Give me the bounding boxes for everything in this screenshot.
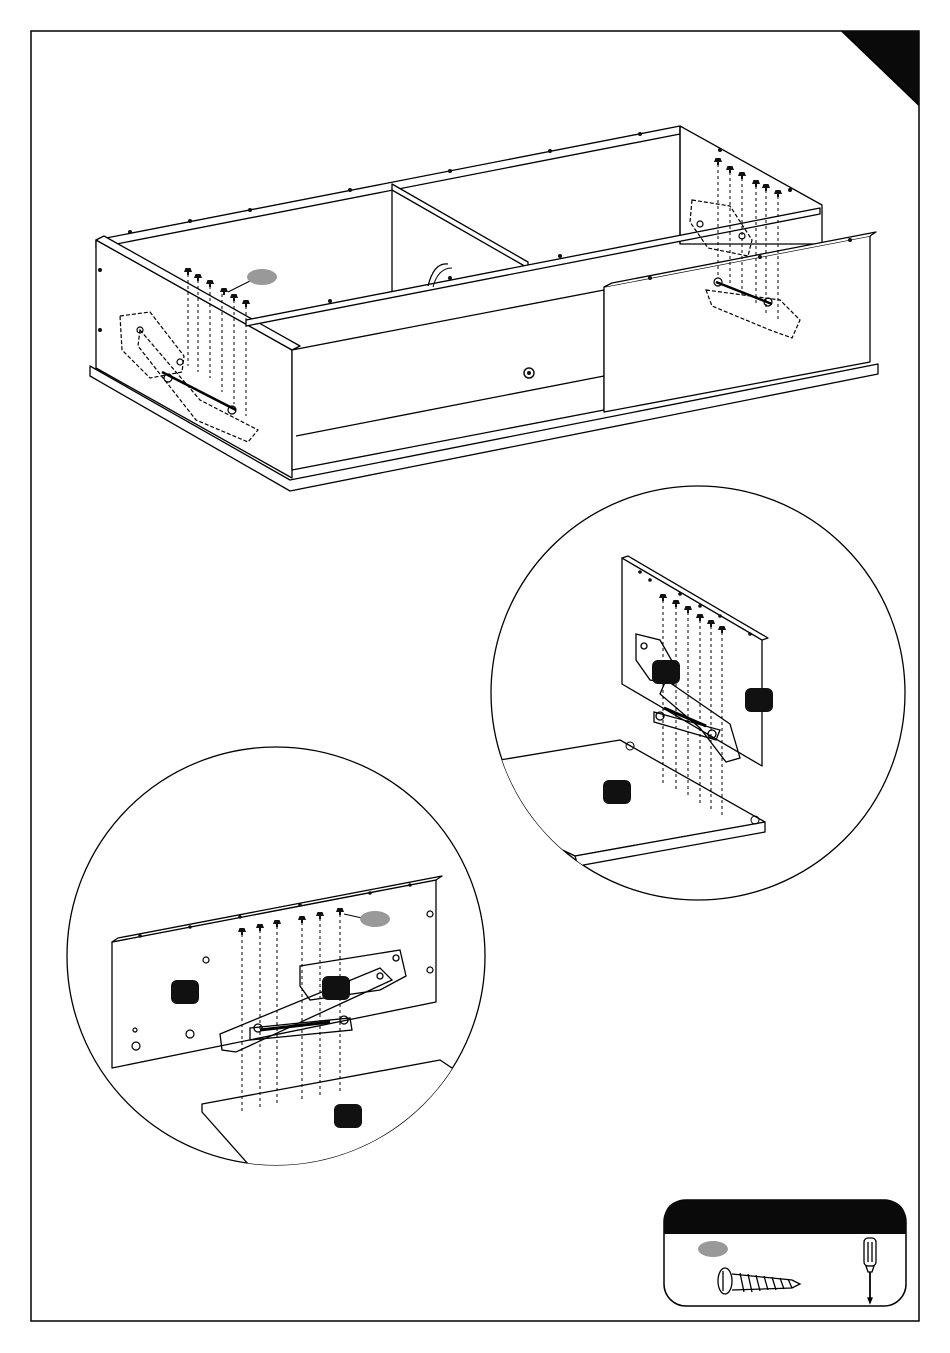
back-panel bbox=[96, 126, 680, 248]
part-label-bottom bbox=[603, 780, 631, 804]
part-label-lower-panel bbox=[334, 1104, 362, 1128]
part-label-hinge bbox=[652, 660, 680, 684]
right-door-panel bbox=[604, 236, 870, 412]
hardware-box bbox=[664, 1200, 906, 1306]
part-label-side bbox=[745, 688, 773, 712]
screw-callout-badge bbox=[247, 269, 277, 285]
detail-left-screw-callout bbox=[360, 911, 390, 927]
hardware-screw-badge bbox=[698, 1241, 728, 1257]
cabinet-assembly bbox=[90, 126, 878, 491]
callout-leader bbox=[228, 280, 252, 292]
center-divider bbox=[392, 184, 528, 268]
part-label-hinge-left bbox=[322, 976, 350, 1000]
part-label-front-panel bbox=[171, 980, 199, 1004]
front-panel bbox=[292, 290, 604, 470]
